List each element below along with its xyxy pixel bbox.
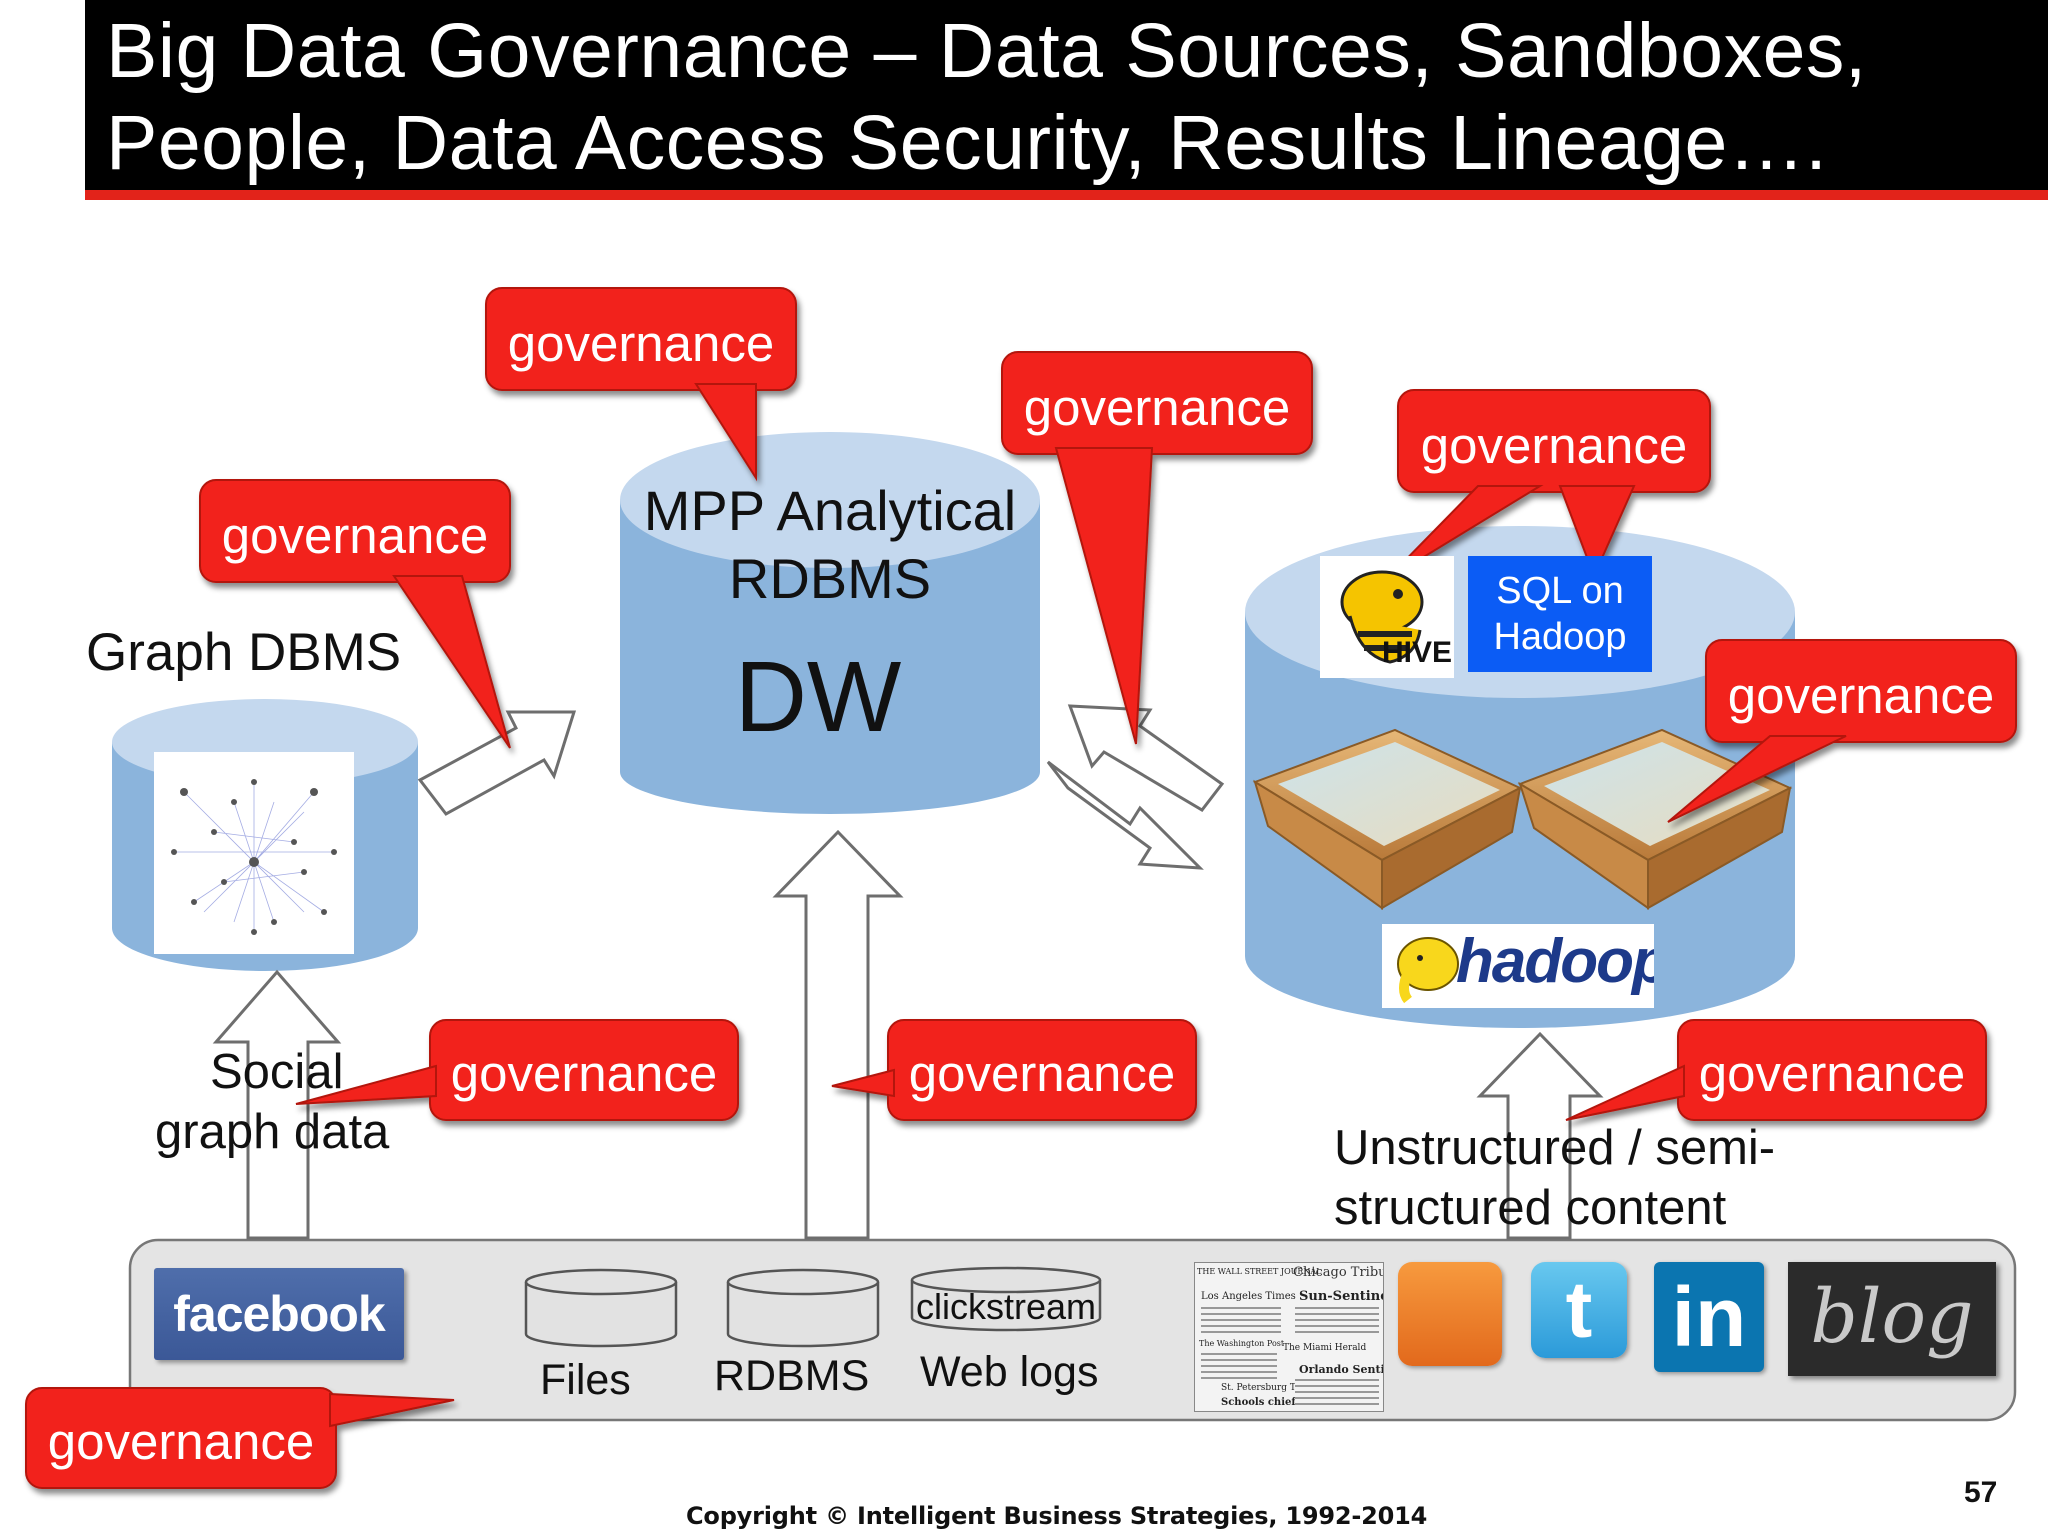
- slide-title-line-1: Big Data Governance – Data Sources, Sand…: [106, 8, 1867, 94]
- dw-label: DW: [734, 641, 902, 753]
- hadoop-label: hadoop: [1456, 927, 1654, 996]
- slide-title-line-2: People, Data Access Security, Results Li…: [106, 100, 1828, 186]
- sql-on-hadoop-line-1: SQL on: [1496, 570, 1624, 612]
- dw-to-hadoop-arrow: [1046, 760, 1204, 870]
- newspaper-schools-chief: Schools chief: [1221, 1397, 1296, 1408]
- governance-callout-social: [295, 1019, 739, 1121]
- flow-arrows: [212, 704, 1604, 1240]
- newspaper-miami-herald: The Miami Herald: [1283, 1343, 1367, 1353]
- hive-logo-icon: HIVE: [1320, 556, 1454, 678]
- governance-label: governance: [1727, 667, 1995, 724]
- clickstream-label: clickstream: [916, 1286, 1097, 1327]
- source-cylinders: [524, 1266, 1102, 1348]
- governance-label: governance: [450, 1045, 718, 1102]
- newspaper-st-petersburg: St. Petersburg Times: [1221, 1383, 1318, 1393]
- twitter-icon: t: [1531, 1262, 1627, 1358]
- mpp-label-line-1: MPP Analytical: [643, 479, 1017, 542]
- graph-dbms-label: Graph DBMS: [86, 623, 402, 682]
- sandbox-icon-right: [1517, 728, 1793, 910]
- governance-callout-dw-hadoop: [1001, 351, 1313, 745]
- governance-label: governance: [507, 315, 775, 372]
- social-label-line-2: graph data: [155, 1105, 390, 1159]
- hive-label: HIVE: [1382, 636, 1453, 669]
- blog-wordcloud-icon: blog: [1788, 1262, 1996, 1376]
- sql-on-hadoop-box: SQL on Hadoop: [1468, 556, 1652, 672]
- files-cylinder: [524, 1268, 678, 1348]
- mpp-dw-cylinder: [620, 432, 1040, 814]
- governance-label: governance: [221, 507, 489, 564]
- clickstream-cylinder: [910, 1266, 1102, 1332]
- unstructured-label-line-1: Unstructured / semi-: [1334, 1121, 1776, 1175]
- linkedin-icon: in: [1654, 1262, 1764, 1372]
- rdbms-cylinder: [726, 1268, 880, 1348]
- governance-callouts: [25, 287, 2017, 1489]
- mpp-label-line-2: RDBMS: [728, 547, 932, 610]
- governance-callout-graph: [199, 479, 511, 749]
- newspaper-collage-icon: THE WALL STREET JOURNAL Chicago Tribune …: [1194, 1262, 1384, 1412]
- web-logs-label: Web logs: [920, 1348, 1099, 1396]
- governance-callout-unstructured: [1565, 1019, 1987, 1121]
- sql-on-hadoop-line-2: Hadoop: [1493, 616, 1627, 658]
- governance-label: governance: [1420, 417, 1688, 474]
- sandbox-icon-left: [1252, 728, 1523, 910]
- rdbms-source-label: RDBMS: [714, 1352, 870, 1400]
- newspaper-sun-sentinel: Sun-Sentinel: [1299, 1289, 1384, 1304]
- rdbms-up-arrow: [772, 829, 904, 1240]
- title-bar: [85, 0, 2048, 190]
- graph-to-dw-arrow: [417, 710, 577, 816]
- copyright-footer: Copyright © Intelligent Business Strateg…: [686, 1502, 1428, 1530]
- governance-label: governance: [1023, 379, 1291, 436]
- hadoop-elephant-icon: hadoop: [1382, 924, 1654, 1008]
- files-label: Files: [540, 1356, 631, 1404]
- social-label-line-1: Social: [210, 1045, 344, 1099]
- governance-label: governance: [1698, 1045, 1966, 1102]
- newspaper-la-times: Los Angeles Times: [1201, 1291, 1296, 1302]
- facebook-logo: facebook: [154, 1268, 404, 1360]
- newspaper-orlando-sentinel: Orlando Sentinel: [1299, 1363, 1383, 1376]
- newspaper-chicago-tribune: Chicago Tribune: [1293, 1265, 1383, 1280]
- title-underline: [85, 190, 2048, 200]
- hadoop-to-dw-arrow: [1067, 704, 1225, 812]
- governance-callout-rdbms: [831, 1019, 1197, 1121]
- rss-icon: [1398, 1262, 1502, 1366]
- social-graph-icon: [154, 752, 354, 954]
- newspaper-wsj: THE WALL STREET JOURNAL: [1197, 1267, 1322, 1276]
- social-up-arrow: [212, 969, 342, 1240]
- governance-label: governance: [47, 1413, 315, 1470]
- governance-callout-sources: [25, 1387, 455, 1489]
- unstructured-up-arrow: [1476, 1031, 1604, 1240]
- unstructured-label-line-2: structured content: [1334, 1181, 1727, 1235]
- governance-label: governance: [908, 1045, 1176, 1102]
- newspaper-washington-post: The Washington Post: [1199, 1339, 1285, 1348]
- governance-callout-mpp: [485, 287, 797, 482]
- governance-callout-sandbox: [1667, 639, 2017, 823]
- page-number: 57: [1964, 1476, 1998, 1509]
